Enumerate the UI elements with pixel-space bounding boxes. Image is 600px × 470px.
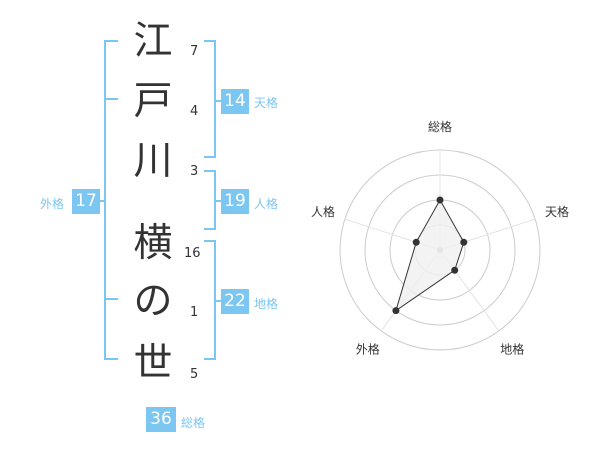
radar-point-1	[436, 196, 444, 204]
stroke-count-4: 16	[184, 246, 201, 261]
tenkaku-connector	[214, 100, 222, 102]
name-char-6: 世	[133, 341, 173, 386]
gaikaku-label: 外格	[40, 197, 65, 211]
chikaku-value-badge: 22	[221, 289, 249, 314]
gaikaku-bracket-tick-lower	[104, 298, 118, 300]
soukaku-label: 総格	[181, 416, 206, 430]
gaikaku-connector	[98, 200, 106, 202]
tenkaku-bracket-spine	[214, 40, 216, 158]
radar-points	[392, 196, 468, 315]
chikaku-bracket-top	[204, 240, 216, 242]
radar-axis-label-3: 地格	[500, 342, 524, 357]
radar-axis-label-2: 天格	[545, 204, 569, 219]
name-char-3: 川	[133, 139, 173, 184]
gaikaku-bracket-bottom	[104, 358, 118, 360]
stroke-count-6: 5	[190, 367, 199, 382]
gaikaku-bracket-top	[104, 40, 118, 42]
tenkaku-value-badge: 14	[221, 89, 249, 114]
jinkaku-bracket-top	[204, 170, 216, 172]
soukaku-value-badge: 36	[146, 407, 176, 432]
stroke-count-1: 7	[190, 44, 199, 59]
jinkaku-connector	[214, 200, 222, 202]
stroke-count-2: 4	[190, 104, 199, 119]
tenkaku-bracket-top	[204, 40, 216, 42]
radar-point-3	[451, 266, 459, 274]
name-char-4: 横	[133, 221, 173, 266]
radar-point-5	[412, 238, 420, 246]
gaikaku-value-badge: 17	[72, 189, 100, 214]
name-char-5: の	[133, 279, 173, 324]
stroke-count-3: 3	[190, 164, 199, 179]
tenkaku-bracket-bottom	[204, 156, 216, 158]
radar-axis-label-5: 人格	[311, 204, 335, 219]
chikaku-bracket-bottom	[204, 358, 216, 360]
radar-area	[395, 198, 465, 312]
gaikaku-bracket-tick-upper	[104, 98, 118, 100]
tenkaku-label: 天格	[254, 96, 279, 110]
name-char-2: 戸	[133, 79, 173, 124]
radar-axis-label-1: 総格	[428, 119, 452, 134]
radar-point-2	[460, 238, 468, 246]
radar-point-4	[392, 307, 400, 315]
radar-axis-label-4: 外格	[356, 342, 380, 357]
jinkaku-bracket-bottom	[204, 228, 216, 230]
name-char-1: 江	[133, 19, 173, 64]
jinkaku-label: 人格	[254, 197, 279, 211]
stroke-count-5: 1	[190, 305, 199, 320]
chikaku-label: 地格	[254, 297, 279, 311]
jinkaku-value-badge: 19	[221, 189, 249, 214]
chikaku-connector	[214, 300, 222, 302]
